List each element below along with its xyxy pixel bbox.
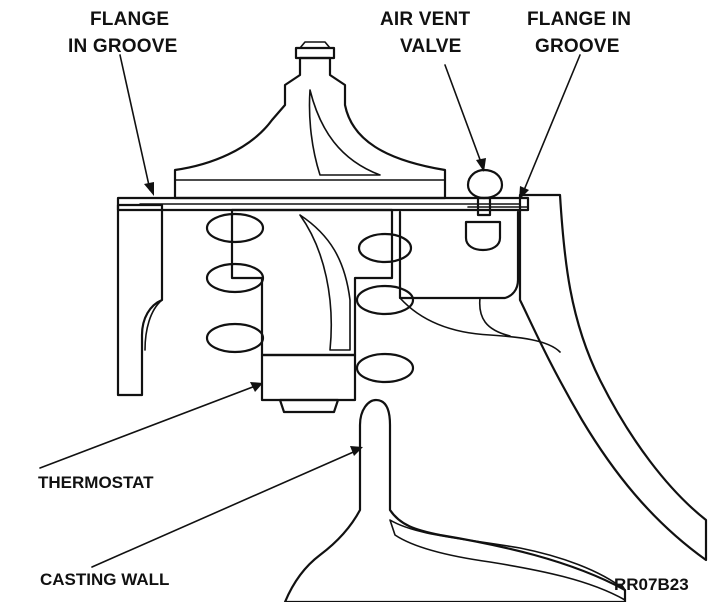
left-housing-wall	[116, 203, 164, 397]
label-flange-right: FLANGE IN GROOVE	[527, 9, 631, 57]
left-housing-inner-curve	[144, 299, 163, 351]
thermostat-body	[230, 208, 394, 414]
air-vent-valve	[464, 168, 529, 252]
label-casting-wall: CASTING WALL	[40, 570, 169, 589]
label-air-vent-valve: AIR VENT VALVE	[380, 9, 470, 57]
label-thermostat: THERMOSTAT	[38, 473, 154, 492]
flange-left-line1: FLANGE	[90, 9, 169, 30]
air-vent-line1: AIR VENT	[380, 9, 470, 30]
flange-right-line2: GROOVE	[535, 36, 620, 57]
air-vent-line2: VALVE	[400, 36, 462, 57]
right-housing-pocket	[398, 210, 561, 353]
arrow-flange-right	[519, 186, 529, 200]
flange-right-line1: FLANGE IN	[527, 9, 631, 30]
arrow-casting-wall	[350, 446, 363, 456]
flange-left-line2: IN GROOVE	[68, 36, 177, 57]
thermostat-spring	[205, 212, 415, 384]
flange-plate	[116, 196, 530, 212]
arrow-air-vent	[476, 158, 486, 172]
arrow-flange-left	[144, 182, 154, 196]
label-flange-left: FLANGE IN GROOVE	[68, 9, 177, 57]
thermostat-cap	[173, 41, 447, 200]
right-housing-wall	[518, 193, 708, 562]
arrow-thermostat	[250, 382, 263, 392]
bottom-casting-wall	[283, 398, 627, 602]
figure-code: RR07B23	[614, 575, 689, 594]
leader-lines	[39, 54, 581, 568]
